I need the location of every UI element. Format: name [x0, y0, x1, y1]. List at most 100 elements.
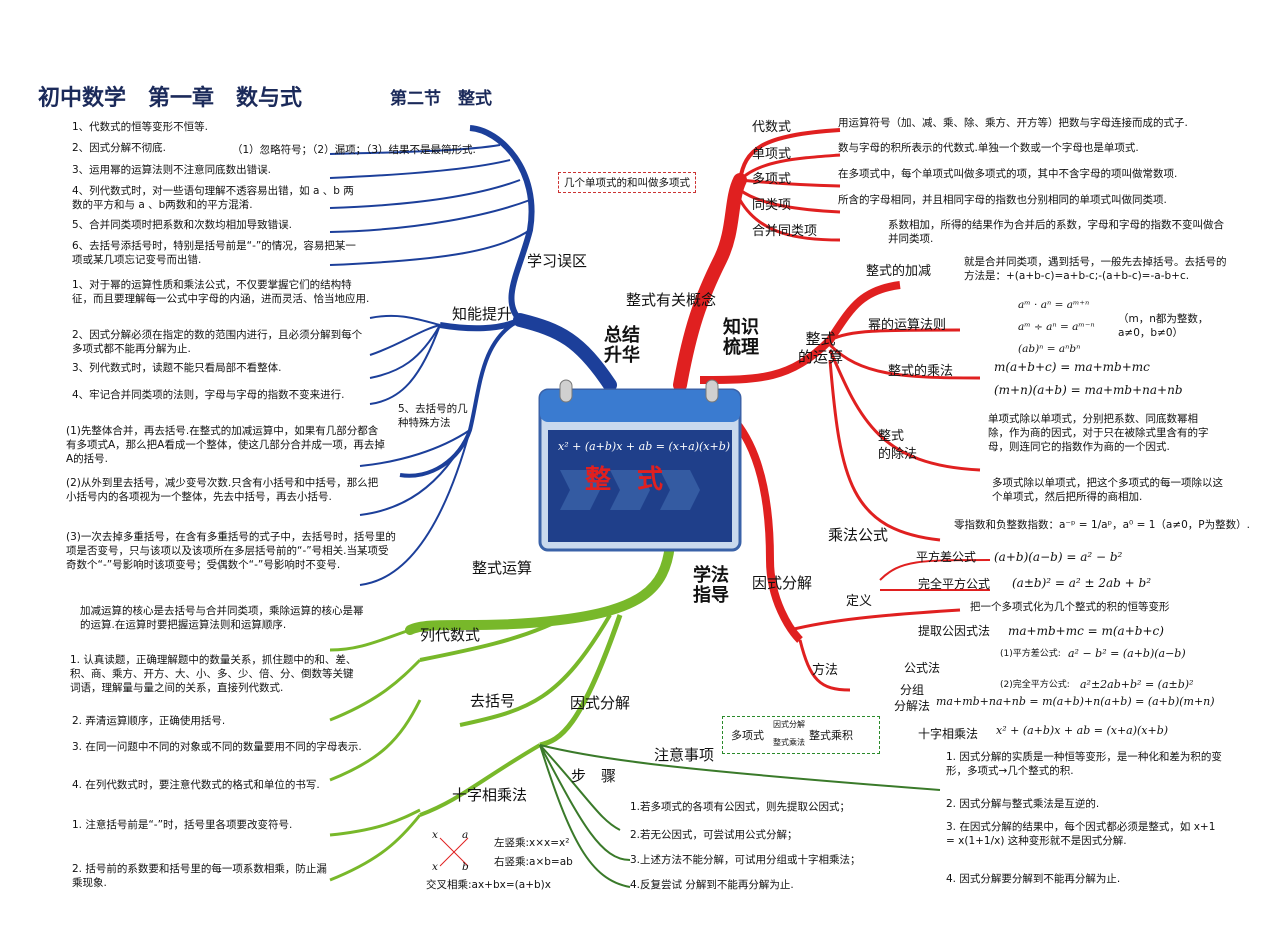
bracket-methods-label: 5、去括号的几种特殊方法 — [398, 403, 468, 429]
concept-term: 同类项 — [752, 198, 792, 213]
blue-branch-mistakes — [469, 125, 535, 323]
div-rule: 多项式除以单项式，把这个多项式的每一项除以这个单项式，然后把所得的商相加. — [992, 477, 1223, 503]
cross-mixed-product: 交叉相乘:ax+bx=(a+b)x — [426, 879, 551, 891]
note-item: 1. 因式分解的实质是一种恒等变形，是一种化和差为积的变形，多项式→几个整式的积… — [946, 751, 1222, 777]
concept-def: 所含的字母相同，并且相同字母的指数也分别相同的单项式叫做同类项. — [838, 194, 1167, 206]
cross-label: 十字相乘法 — [918, 727, 979, 741]
green-trunk — [405, 540, 675, 635]
perfect-square-label: 完全平方公式 — [918, 577, 991, 591]
relation-right: 整式乘积 — [809, 729, 853, 742]
mistake-item: 6、去括号添括号时，特别是括号前是“-”的情况，容易把某一项或某几项忘记变号而出… — [72, 240, 356, 266]
green-cross-label: 十字相乘法 — [452, 786, 528, 804]
green-factor-label: 因式分解 — [570, 694, 631, 712]
factor-relation-box: 多项式 因式分解 整式乘法 整式乘积 — [722, 716, 880, 754]
list-expression-item: 4. 在列代数式时，要注意代数式的格式和单位的书写. — [72, 779, 320, 791]
ability-item: 3、列代数式时，读题不能只看局部不看整体. — [72, 362, 282, 374]
remove-bracket-label: 去括号 — [470, 692, 516, 710]
polynomial-note: 几个单项式的和叫做多项式 — [558, 172, 696, 193]
ability-item: 4、牢记合并同类项的法则，字母与字母的指数不变来进行. — [72, 389, 345, 401]
quadrant-knowledge: 知识 梳理 — [723, 317, 759, 358]
formula-method-1: a² − b² = (a+b)(a−b) — [1068, 647, 1186, 660]
relation-bottom: 整式乘法 — [773, 738, 805, 747]
red-branch-ops — [699, 281, 901, 384]
concept-def: 用运算符号（加、减、乘、除、乘方、开方等）把数与字母连接而成的式子. — [838, 117, 1188, 129]
concept-term: 代数式 — [752, 120, 792, 135]
factor-label: 因式分解 — [752, 574, 813, 592]
green-ops-label: 整式运算 — [472, 559, 533, 577]
power-rule: aᵐ · aⁿ = aᵐ⁺ⁿ — [1018, 299, 1090, 311]
mistake-item: 2、因式分解不彻底. — [72, 142, 167, 154]
cross-left-product: 左竖乘:x×x=x² — [494, 837, 570, 849]
mul-rule: m(a+b+c) = ma+mb+mc — [994, 360, 1150, 374]
bracket-method: (3)一次去掉多重括号，在含有多重括号的式子中，去括号时，括号里的项是否变号，只… — [66, 531, 396, 571]
formula-method-1-label: (1)平方差公式: — [1000, 649, 1061, 659]
div-rule: 单项式除以单项式，分别把系数、同底数幂相除，作为商的因式，对于只在被除式里含有的… — [988, 413, 1209, 453]
page-title: 初中数学 第一章 数与式 — [38, 85, 303, 111]
concept-term: 合并同类项 — [752, 224, 818, 239]
concept-term: 单项式 — [752, 147, 792, 162]
notes-label: 注意事项 — [654, 746, 715, 764]
formula-method-label: 公式法 — [904, 661, 941, 675]
mistake-item: 1、代数式的恒等变形不恒等. — [72, 121, 209, 133]
concept-def: 在多项式中，每个单项式叫做多项式的项，其中不含字母的项叫做常数项. — [838, 168, 1178, 180]
square-diff-formula: (a+b)(a−b) = a² − b² — [994, 550, 1123, 564]
green-ops-note: 加减运算的核心是去括号与合并同类项，乘除运算的核心是幂的运算.在运算时要把握运算… — [80, 605, 364, 631]
mistake-item: 3、运用幂的运算法则不注意同底数出错误. — [72, 164, 272, 176]
ability-item: 1、对于幂的运算性质和乘法公式，不仅要掌握它们的结构特征，而且要理解每一公式中字… — [72, 279, 370, 305]
mistake-item: 5、合并同类项时把系数和次数均相加导致错误. — [72, 219, 293, 231]
extract-formula: ma+mb+mc = m(a+b+c) — [1008, 624, 1164, 638]
list-expression-item: 1. 认真读题，正确理解题中的数量关系，抓住题中的和、差、积、商、乘方、开方、大… — [70, 654, 357, 694]
perfect-square-formula: (a±b)² = a² ± 2ab + b² — [1012, 576, 1152, 590]
mistakes-label: 学习误区 — [527, 252, 588, 270]
power-rule: aᵐ ÷ aⁿ = aᵐ⁻ⁿ — [1018, 321, 1095, 333]
remove-bracket-item: 2. 括号前的系数要和括号里的每一项系数相乘，防止漏乘现象. — [72, 863, 327, 889]
square-diff-label: 平方差公式 — [916, 550, 977, 564]
concepts-label: 整式有关概念 — [626, 291, 717, 309]
concept-def: 数与字母的积所表示的代数式.单独一个数或一个字母也是单项式. — [838, 142, 1139, 154]
ability-label: 知能提升 — [452, 305, 513, 323]
operations-label: 整式 的运算 — [798, 330, 844, 366]
step-item: 2.若无公因式，可尝试用公式分解； — [630, 829, 798, 841]
cross-right-product: 右竖乘:a×b=ab — [494, 856, 573, 868]
bracket-method: (2)从外到里去括号，减少变号次数.只含有小括号和中括号，那么把小括号内的各项视… — [66, 477, 379, 503]
cross-a: a — [462, 829, 469, 841]
definition-text: 把一个多项式化为几个整式的积的恒等变形 — [970, 601, 1170, 613]
bracket-method: (1)先整体合并，再去括号.在整式的加减运算中，如果有几部分都含有多项式A，那么… — [66, 425, 385, 465]
page-subtitle: 第二节 整式 — [390, 89, 492, 109]
formula-label: 乘法公式 — [828, 526, 889, 544]
add-label: 整式的加减 — [866, 264, 932, 279]
cross-diagram — [439, 837, 469, 867]
quadrant-summary: 总结 升华 — [604, 325, 640, 366]
add-def: 就是合并同类项，遇到括号，一般先去掉括号。去括号的方法是：+(a+b-c)=a+… — [964, 256, 1227, 282]
list-expression-label: 列代数式 — [420, 626, 481, 644]
definition-label: 定义 — [846, 594, 873, 609]
cross-b: b — [462, 861, 469, 873]
note-item: 3. 在因式分解的结果中，每个因式都必须是整式，如 x+1 = x(1+1/x)… — [946, 821, 1216, 847]
list-expression-item: 2. 弄清运算顺序，正确使用括号. — [72, 715, 226, 727]
extract-label: 提取公因式法 — [918, 624, 991, 638]
remove-bracket-item: 1. 注意括号前是“-”时，括号里各项要改变符号. — [72, 819, 293, 831]
ability-item: 2、因式分解必须在指定的数的范围内进行，且必须分解到每个多项式都不能再分解为止. — [72, 329, 363, 355]
mul-label: 整式的乘法 — [888, 364, 954, 379]
note-item: 4. 因式分解要分解到不能再分解为止. — [946, 873, 1121, 885]
cross-x-top: x — [432, 829, 438, 841]
note-item: 2. 因式分解与整式乘法是互逆的. — [946, 798, 1100, 810]
formula-method-2-label: (2)完全平方公式: — [1000, 680, 1070, 690]
div-label: 整式 的除法 — [878, 429, 918, 462]
group-label: 分组 分解法 — [894, 683, 931, 713]
cross-x-bottom: x — [432, 861, 438, 873]
concept-def: 系数相加，所得的结果作为合并后的系数，字母和字母的指数不变叫做合并同类项. — [888, 219, 1224, 245]
step-item: 1.若多项式的各项有公因式，则先提取公因式； — [630, 801, 851, 813]
formula-method-2: a²±2ab+b² = (a±b)² — [1080, 678, 1194, 691]
relation-left: 多项式 — [731, 729, 764, 742]
steps-label: 步 骤 — [571, 767, 617, 785]
blue-trunk — [513, 313, 617, 392]
center-formula: x² + (a+b)x + ab = (x+a)(x+b) — [558, 440, 731, 453]
concept-term: 多项式 — [752, 172, 792, 187]
cross-formula: x² + (a+b)x + ab = (x+a)(x+b) — [996, 724, 1169, 737]
power-rule: (ab)ⁿ = aⁿbⁿ — [1018, 343, 1081, 355]
group-formula: ma+mb+na+nb = m(a+b)+n(a+b) = (a+b)(m+n) — [936, 695, 1215, 708]
step-item: 4.反复尝试 分解到不能再分解为止. — [630, 879, 794, 891]
